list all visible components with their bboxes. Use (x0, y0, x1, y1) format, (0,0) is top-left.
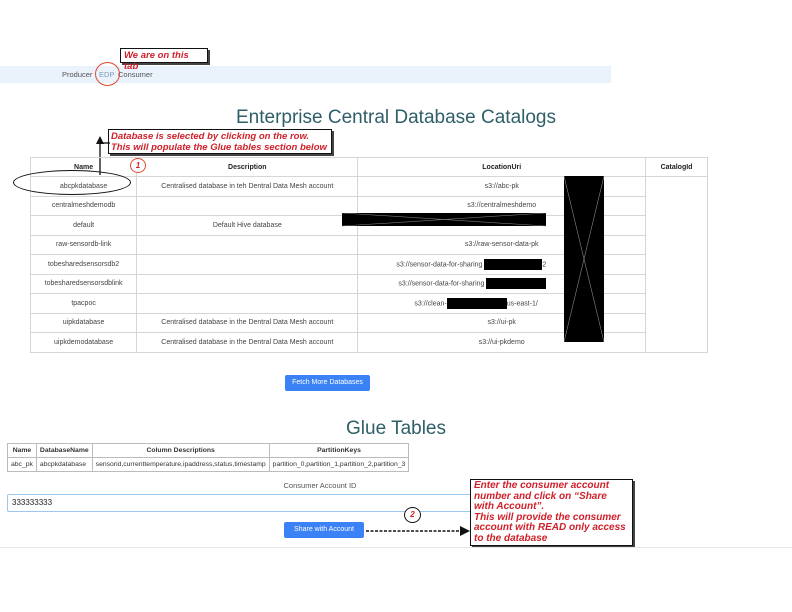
glue-row-database: abcpkdatabase (35, 457, 93, 472)
default-location-redaction (342, 213, 547, 227)
row-description (136, 234, 359, 255)
glue-col-database: DatabaseName (35, 443, 93, 458)
consumer-account-label: Consumer Account ID (283, 481, 357, 490)
active-tab-highlight (95, 62, 120, 86)
location-text: s3://sensor-data-for-sharing (396, 261, 483, 269)
row-callout: Database is selected by clicking on the … (108, 129, 332, 154)
glue-tables-title: Glue Tables (346, 418, 446, 439)
table-row[interactable]: tpacpoc s3://clean-us-east-1/ (29, 293, 708, 314)
share-with-account-button[interactable]: Share with Account (284, 522, 364, 538)
redaction-box (486, 278, 547, 290)
row-description: Centralised database in the Dentral Data… (136, 332, 359, 353)
location-suffix: us-east-1/ (506, 300, 538, 308)
col-header-location: LocationUri (357, 157, 647, 177)
glue-col-name: Name (7, 443, 37, 458)
share-callout: Enter the consumer account number and cl… (470, 479, 633, 546)
row-name: centralmeshdemodb (29, 195, 138, 216)
location-text: s3://clean- (414, 300, 447, 308)
tab-producer[interactable]: Producer (62, 70, 93, 79)
nav-bar (0, 66, 611, 83)
tab-consumer[interactable]: Consumer (118, 70, 153, 79)
row-description: Default Hive database (136, 215, 359, 236)
row-name: raw-sensordb-link (29, 234, 138, 255)
row-name: tpacpoc (29, 293, 138, 314)
row-name: tobesharedsensorsdblink (29, 273, 138, 294)
catalog-table: Name Description LocationUri CatalogId a… (29, 157, 708, 353)
footer-divider (0, 547, 792, 548)
glue-row-columns: sensorid,currenttemperature,ipaddress,st… (91, 457, 270, 472)
location-text: s3://sensor-data-for-sharing (398, 280, 485, 288)
redaction-box (446, 297, 507, 309)
table-row[interactable]: abcpkdatabase Centralised database in te… (29, 176, 708, 353)
glue-col-partitions: PartitionKeys (268, 443, 410, 458)
row-name: uipkdemodatabase (29, 332, 138, 353)
step-2-marker: 2 (404, 507, 421, 523)
row-description (136, 273, 359, 294)
catalogid-redaction (564, 176, 604, 342)
row-name: tobesharedsensorsdb2 (29, 254, 138, 275)
glue-header-row: Name DatabaseName Column Descriptions Pa… (7, 443, 410, 458)
col-header-description: Description (136, 157, 359, 177)
table-row[interactable]: abc_pk abcpkdatabase sensorid,currenttem… (7, 457, 410, 472)
fetch-more-databases-button[interactable]: Fetch More Databases (285, 375, 370, 391)
tab-callout: We are on this tab (120, 48, 208, 72)
table-row[interactable]: tobesharedsensorsdb2 s3://sensor-data-fo… (29, 254, 708, 275)
catalog-header-row: Name Description LocationUri CatalogId (29, 157, 708, 177)
catalogs-title: Enterprise Central Database Catalogs (235, 107, 556, 128)
col-header-catalogid: CatalogId (645, 157, 708, 177)
catalogid-redacted (645, 176, 708, 353)
location-suffix: 2 (542, 261, 547, 269)
row-description (136, 195, 359, 216)
selected-row-highlight (13, 170, 131, 195)
row-description: Centralised database in the Dentral Data… (136, 312, 359, 333)
redaction-box (484, 258, 543, 270)
step-1-marker: 1 (130, 158, 146, 173)
glue-row-partitions: partition_0,partition_1,partition_2,part… (268, 457, 410, 472)
row-description: Centralised database in teh Dentral Data… (136, 176, 359, 197)
row-description (136, 254, 359, 275)
glue-row-name: abc_pk (7, 457, 37, 472)
share-callout-arrow (366, 526, 470, 536)
table-row[interactable]: tobesharedsensorsdblink s3://sensor-data… (29, 273, 708, 294)
table-row[interactable]: uipkdemodatabase Centralised database in… (29, 332, 708, 353)
glue-col-columns: Column Descriptions (91, 443, 270, 458)
row-description (136, 293, 359, 314)
table-row[interactable]: uipkdatabase Centralised database in the… (29, 312, 708, 333)
glue-table: Name DatabaseName Column Descriptions Pa… (7, 443, 410, 472)
table-row[interactable]: raw-sensordb-link s3://raw-sensor-data-p… (29, 234, 708, 255)
row-name: default (29, 215, 138, 236)
row-name: uipkdatabase (29, 312, 138, 333)
